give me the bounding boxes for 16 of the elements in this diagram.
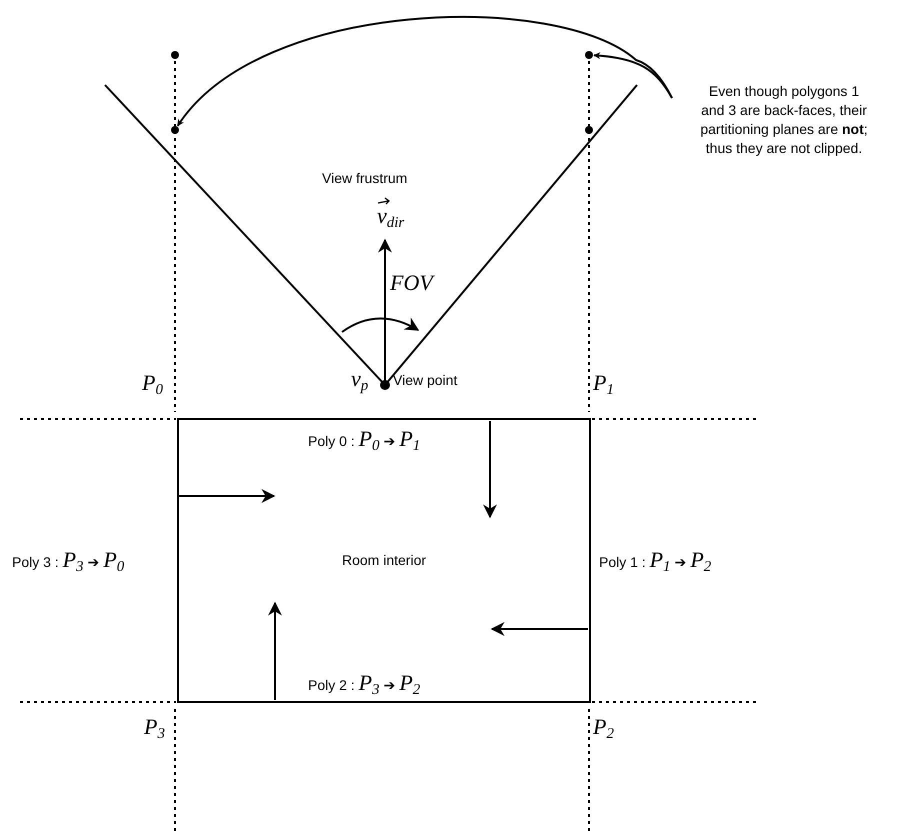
room-rectangle (177, 418, 591, 703)
corner-label: P$_{3}$ (144, 716, 165, 738)
leader-arrow (176, 16, 673, 126)
corner-label: P$_{1}$ (593, 372, 614, 394)
frustum-label: View frustrum (322, 171, 408, 185)
corner-label: P$_{2}$ (593, 716, 614, 738)
callout-text: Even though polygons 1 and 3 are back-faces, their partitioning planes are not; thus they are not clipped. (699, 82, 869, 158)
room-label: Room interior (342, 552, 426, 566)
wall-label: Poly 2 : P$_{3}$ ➔ P$_{2}$ (308, 672, 420, 694)
viewpoint-label: View point (393, 373, 458, 387)
wall-label: Poly 3 : P$_{3}$ ➔ P$_{0}$ (12, 549, 124, 571)
wall-label: Poly 0 : P$_{0}$ ➔ P$_{1}$ (308, 428, 420, 450)
wall-label: Poly 1 : P$_{1}$ ➔ P$_{2}$ (599, 549, 712, 571)
view-direction-label: v$_{dir}$ (377, 205, 404, 227)
corner-label: P$_{0}$ (142, 372, 163, 394)
fov-label: FOV (390, 272, 433, 294)
